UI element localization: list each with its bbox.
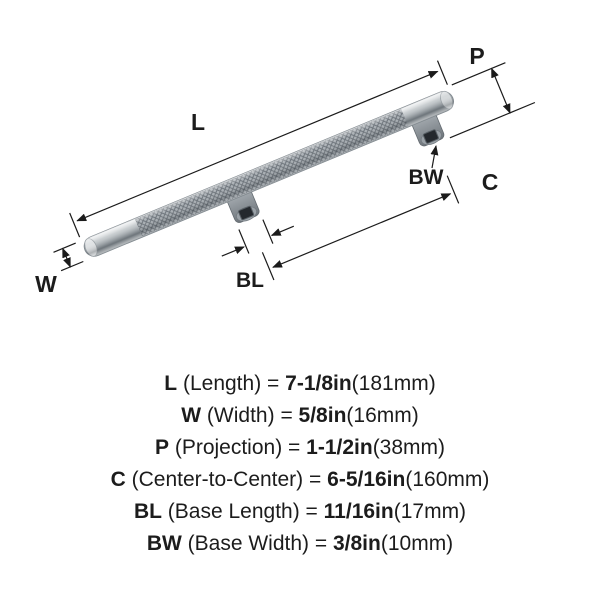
dimension-line-L bbox=[76, 70, 439, 222]
spec-metric: (16mm) bbox=[346, 404, 419, 427]
spec-line-projection: P (Projection) = 1-1/2in(38mm) bbox=[0, 432, 600, 464]
spec-abbr: W bbox=[181, 404, 202, 427]
spec-line-width: W (Width) = 5/8in(16mm) bbox=[0, 400, 600, 432]
extension-line bbox=[53, 242, 76, 253]
dimension-W bbox=[53, 242, 84, 272]
dimension-line-W bbox=[62, 247, 71, 268]
dimension-L bbox=[69, 60, 448, 238]
equals-sign: = bbox=[314, 532, 328, 555]
spec-name: (Center-to-Center) bbox=[131, 468, 304, 491]
spec-line-center-to-center: C (Center-to-Center) = 6-5/16in(160mm) bbox=[0, 464, 600, 496]
label-P: P bbox=[469, 43, 484, 69]
extension-line bbox=[451, 62, 506, 86]
equals-sign: = bbox=[288, 436, 301, 459]
spec-name: (Length) bbox=[182, 372, 262, 395]
spec-abbr: P bbox=[154, 436, 169, 459]
spec-abbr: C bbox=[110, 468, 126, 491]
equals-sign: = bbox=[309, 468, 322, 491]
label-W: W bbox=[35, 271, 57, 297]
extension-line bbox=[261, 252, 275, 281]
dimension-diagram: L P BW C W BL bbox=[35, 43, 536, 297]
spec-value: 1-1/2in bbox=[306, 436, 373, 459]
spec-abbr: BL bbox=[133, 500, 162, 523]
dimension-BW bbox=[430, 145, 439, 169]
extension-line bbox=[449, 101, 536, 139]
spec-metric: (10mm) bbox=[380, 532, 454, 555]
spec-name: (Projection) bbox=[174, 436, 283, 459]
extension-line bbox=[69, 212, 81, 238]
dimension-arrow bbox=[270, 225, 295, 236]
spec-abbr: BW bbox=[146, 532, 182, 555]
extension-line bbox=[436, 60, 448, 85]
label-BW: BW bbox=[409, 166, 444, 189]
spec-metric: (160mm) bbox=[405, 468, 490, 491]
spec-abbr: L bbox=[164, 372, 178, 395]
spec-name: (Base Length) bbox=[167, 500, 300, 523]
dimension-C bbox=[261, 175, 460, 281]
dimension-line-P bbox=[491, 67, 511, 114]
spec-value: 11/16in bbox=[323, 500, 394, 523]
equals-sign: = bbox=[280, 404, 293, 427]
spec-metric: (181mm) bbox=[351, 372, 436, 395]
label-L: L bbox=[191, 109, 205, 135]
dimension-arrow bbox=[430, 145, 439, 169]
spec-line-length: L (Length) = 7-1/8in(181mm) bbox=[0, 368, 600, 400]
spec-value: 7-1/8in bbox=[285, 372, 352, 395]
spec-line-base-width: BW (Base Width) = 3/8in(10mm) bbox=[0, 528, 600, 560]
extension-line bbox=[60, 260, 84, 272]
spec-line-base-length: BL (Base Length) = 11/16in(17mm) bbox=[0, 496, 600, 528]
label-C: C bbox=[482, 169, 499, 195]
extension-line bbox=[262, 219, 274, 244]
label-BL: BL bbox=[236, 269, 264, 292]
spec-value: 6-5/16in bbox=[327, 468, 406, 491]
spec-name: (Width) bbox=[206, 404, 275, 427]
spec-value: 3/8in bbox=[332, 532, 381, 555]
spec-value: 5/8in bbox=[298, 404, 347, 427]
spec-metric: (17mm) bbox=[393, 500, 467, 523]
dimension-arrow bbox=[221, 246, 245, 257]
spec-name: (Base Width) bbox=[187, 532, 310, 555]
dimension-P bbox=[449, 62, 536, 139]
extension-line bbox=[446, 175, 460, 204]
equals-sign: = bbox=[305, 500, 318, 523]
dimension-BL bbox=[221, 219, 295, 257]
equals-sign: = bbox=[267, 372, 280, 395]
spec-metric: (38mm) bbox=[372, 436, 446, 459]
extension-line bbox=[238, 229, 250, 254]
dimension-line-C bbox=[272, 193, 452, 268]
spec-list: L (Length) = 7-1/8in(181mm) W (Width) = … bbox=[0, 360, 600, 560]
